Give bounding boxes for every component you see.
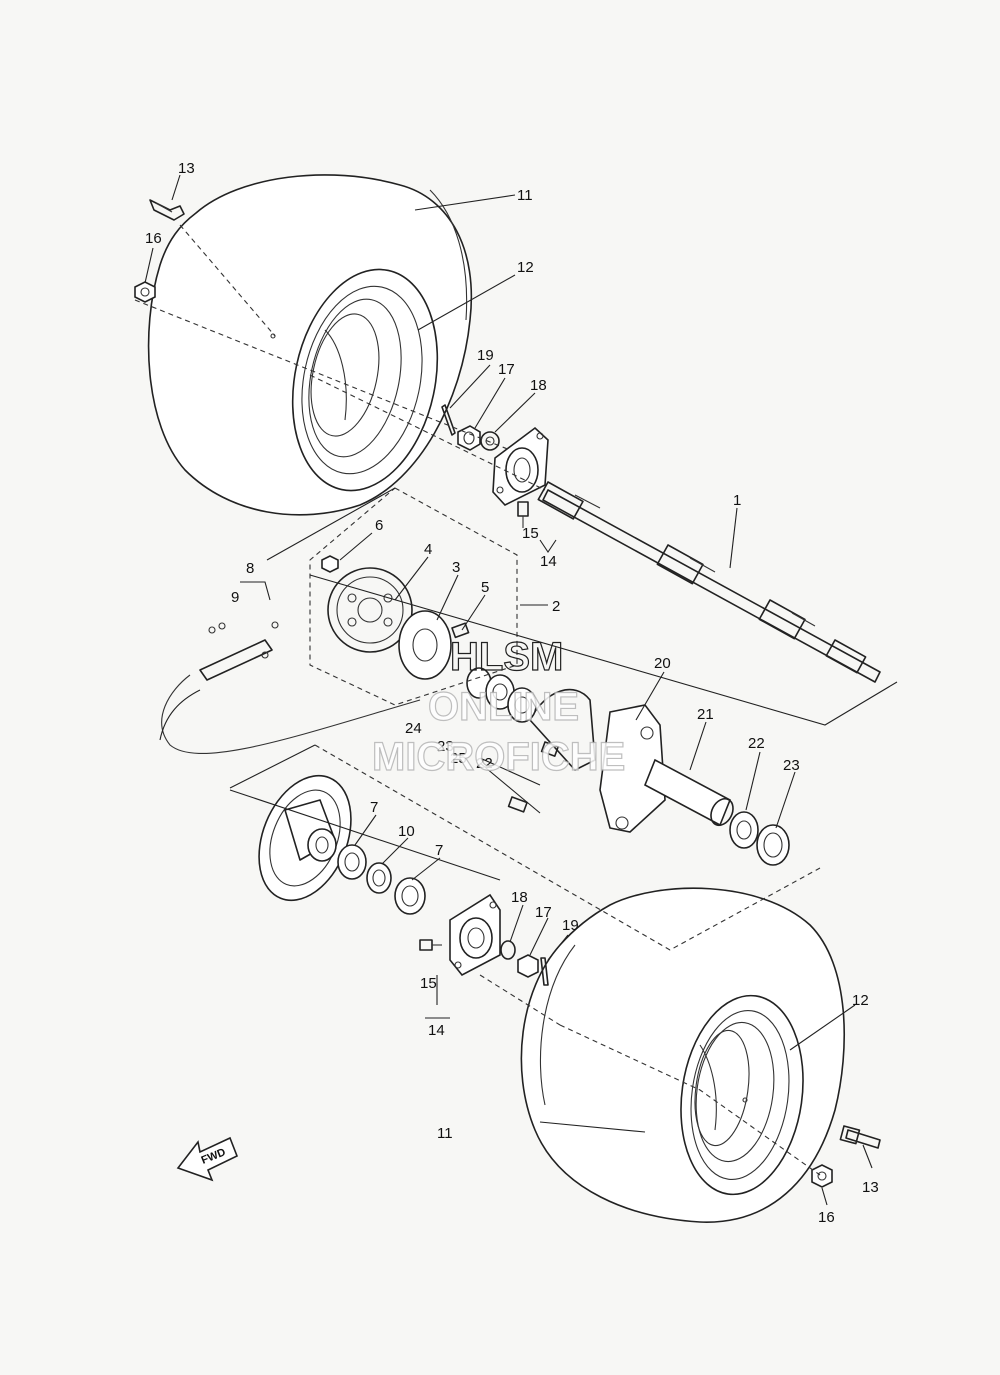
collar-7-a xyxy=(337,844,367,880)
bolt-15-lower xyxy=(419,939,442,951)
lock-washer-10 xyxy=(366,862,392,894)
callout-4: 4 xyxy=(424,541,432,558)
hub-lower xyxy=(449,893,501,977)
drive-chain xyxy=(161,621,421,755)
bolt-25 xyxy=(507,741,559,813)
hub-upper xyxy=(492,426,549,506)
callout-5: 5 xyxy=(481,579,489,596)
nut-17-upper xyxy=(457,425,481,451)
forward-direction-arrow: FWD xyxy=(176,1136,239,1182)
washer-18-lower xyxy=(500,940,516,960)
callout-16b: 16 xyxy=(818,1209,835,1226)
callout-2: 2 xyxy=(552,598,560,615)
watermark-line-3: MICROFICHE xyxy=(372,735,625,779)
callout-1: 1 xyxy=(733,492,741,509)
watermark-line-1: HLSM xyxy=(450,635,563,679)
callout-3: 3 xyxy=(452,559,460,576)
callout-9: 9 xyxy=(231,589,239,606)
bearing-22-right xyxy=(729,811,759,849)
callout-numbers: 1 2 3 4 5 6 7 7 8 9 10 11 11 12 12 13 13… xyxy=(145,160,879,1226)
nut-17-lower xyxy=(517,954,539,978)
brake-disc xyxy=(258,774,352,902)
bolt-15-upper xyxy=(517,501,529,528)
rear-axle xyxy=(537,481,881,683)
bolt-5 xyxy=(451,622,470,639)
callout-13a: 13 xyxy=(178,160,195,177)
callout-12b: 12 xyxy=(852,992,869,1009)
bearing-22-left xyxy=(507,687,537,723)
dashed-assembly-guides xyxy=(134,224,821,1176)
tire-lower xyxy=(520,887,845,1223)
axle-housing-20 xyxy=(529,688,666,833)
collar-7-b xyxy=(394,877,426,915)
callout-11b: 11 xyxy=(437,1125,453,1142)
callout-22a: 22 xyxy=(476,755,493,772)
callout-8: 8 xyxy=(246,560,254,577)
cotter-pin-19-upper xyxy=(441,404,456,436)
callout-25: 25 xyxy=(450,750,467,767)
sprocket-4 xyxy=(327,567,413,653)
rim-lower xyxy=(695,1021,775,1163)
nut-16-upper xyxy=(134,281,156,303)
callout-12a: 12 xyxy=(517,259,534,276)
sleeve-21 xyxy=(643,758,734,827)
callout-17a: 17 xyxy=(498,361,515,378)
callout-7b: 7 xyxy=(435,842,443,859)
callout-24: 24 xyxy=(405,720,422,737)
callout-23a: 23 xyxy=(437,738,454,755)
callout-18a: 18 xyxy=(530,377,547,394)
rim-upper xyxy=(308,298,402,458)
watermark-line-2: ONLINE xyxy=(428,685,579,729)
stud-13-upper xyxy=(149,199,185,221)
callout-11a: 11 xyxy=(517,187,533,204)
callout-14b: 14 xyxy=(428,1022,445,1039)
callout-13b: 13 xyxy=(862,1179,879,1196)
stud-13-lower xyxy=(839,1125,881,1149)
cotter-pin-19-lower xyxy=(540,957,549,986)
callout-14a: 14 xyxy=(540,553,557,570)
callout-15a: 15 xyxy=(522,525,539,542)
callout-7a: 7 xyxy=(370,799,378,816)
nut-16-lower xyxy=(811,1164,833,1188)
washer-18-upper xyxy=(480,431,500,451)
oil-seal-23-right xyxy=(756,824,790,866)
sprocket-hub-3 xyxy=(398,610,452,680)
callout-19b: 19 xyxy=(562,917,579,934)
assembly-frames xyxy=(159,487,898,881)
callout-22b: 22 xyxy=(748,735,765,752)
callout-15b: 15 xyxy=(420,975,437,992)
callout-17b: 17 xyxy=(535,904,552,921)
callout-6: 6 xyxy=(375,517,383,534)
callout-10: 10 xyxy=(398,823,415,840)
callout-23b: 23 xyxy=(783,757,800,774)
tire-upper xyxy=(147,174,473,516)
watermark: HLSM ONLINE MICROFICHE xyxy=(371,634,626,779)
nut-6 xyxy=(321,555,339,573)
callout-21: 21 xyxy=(697,706,714,723)
callout-leaders xyxy=(144,174,873,1206)
callout-19a: 19 xyxy=(477,347,494,364)
callout-16a: 16 xyxy=(145,230,162,247)
callout-20: 20 xyxy=(654,655,671,672)
callout-18b: 18 xyxy=(511,889,528,906)
